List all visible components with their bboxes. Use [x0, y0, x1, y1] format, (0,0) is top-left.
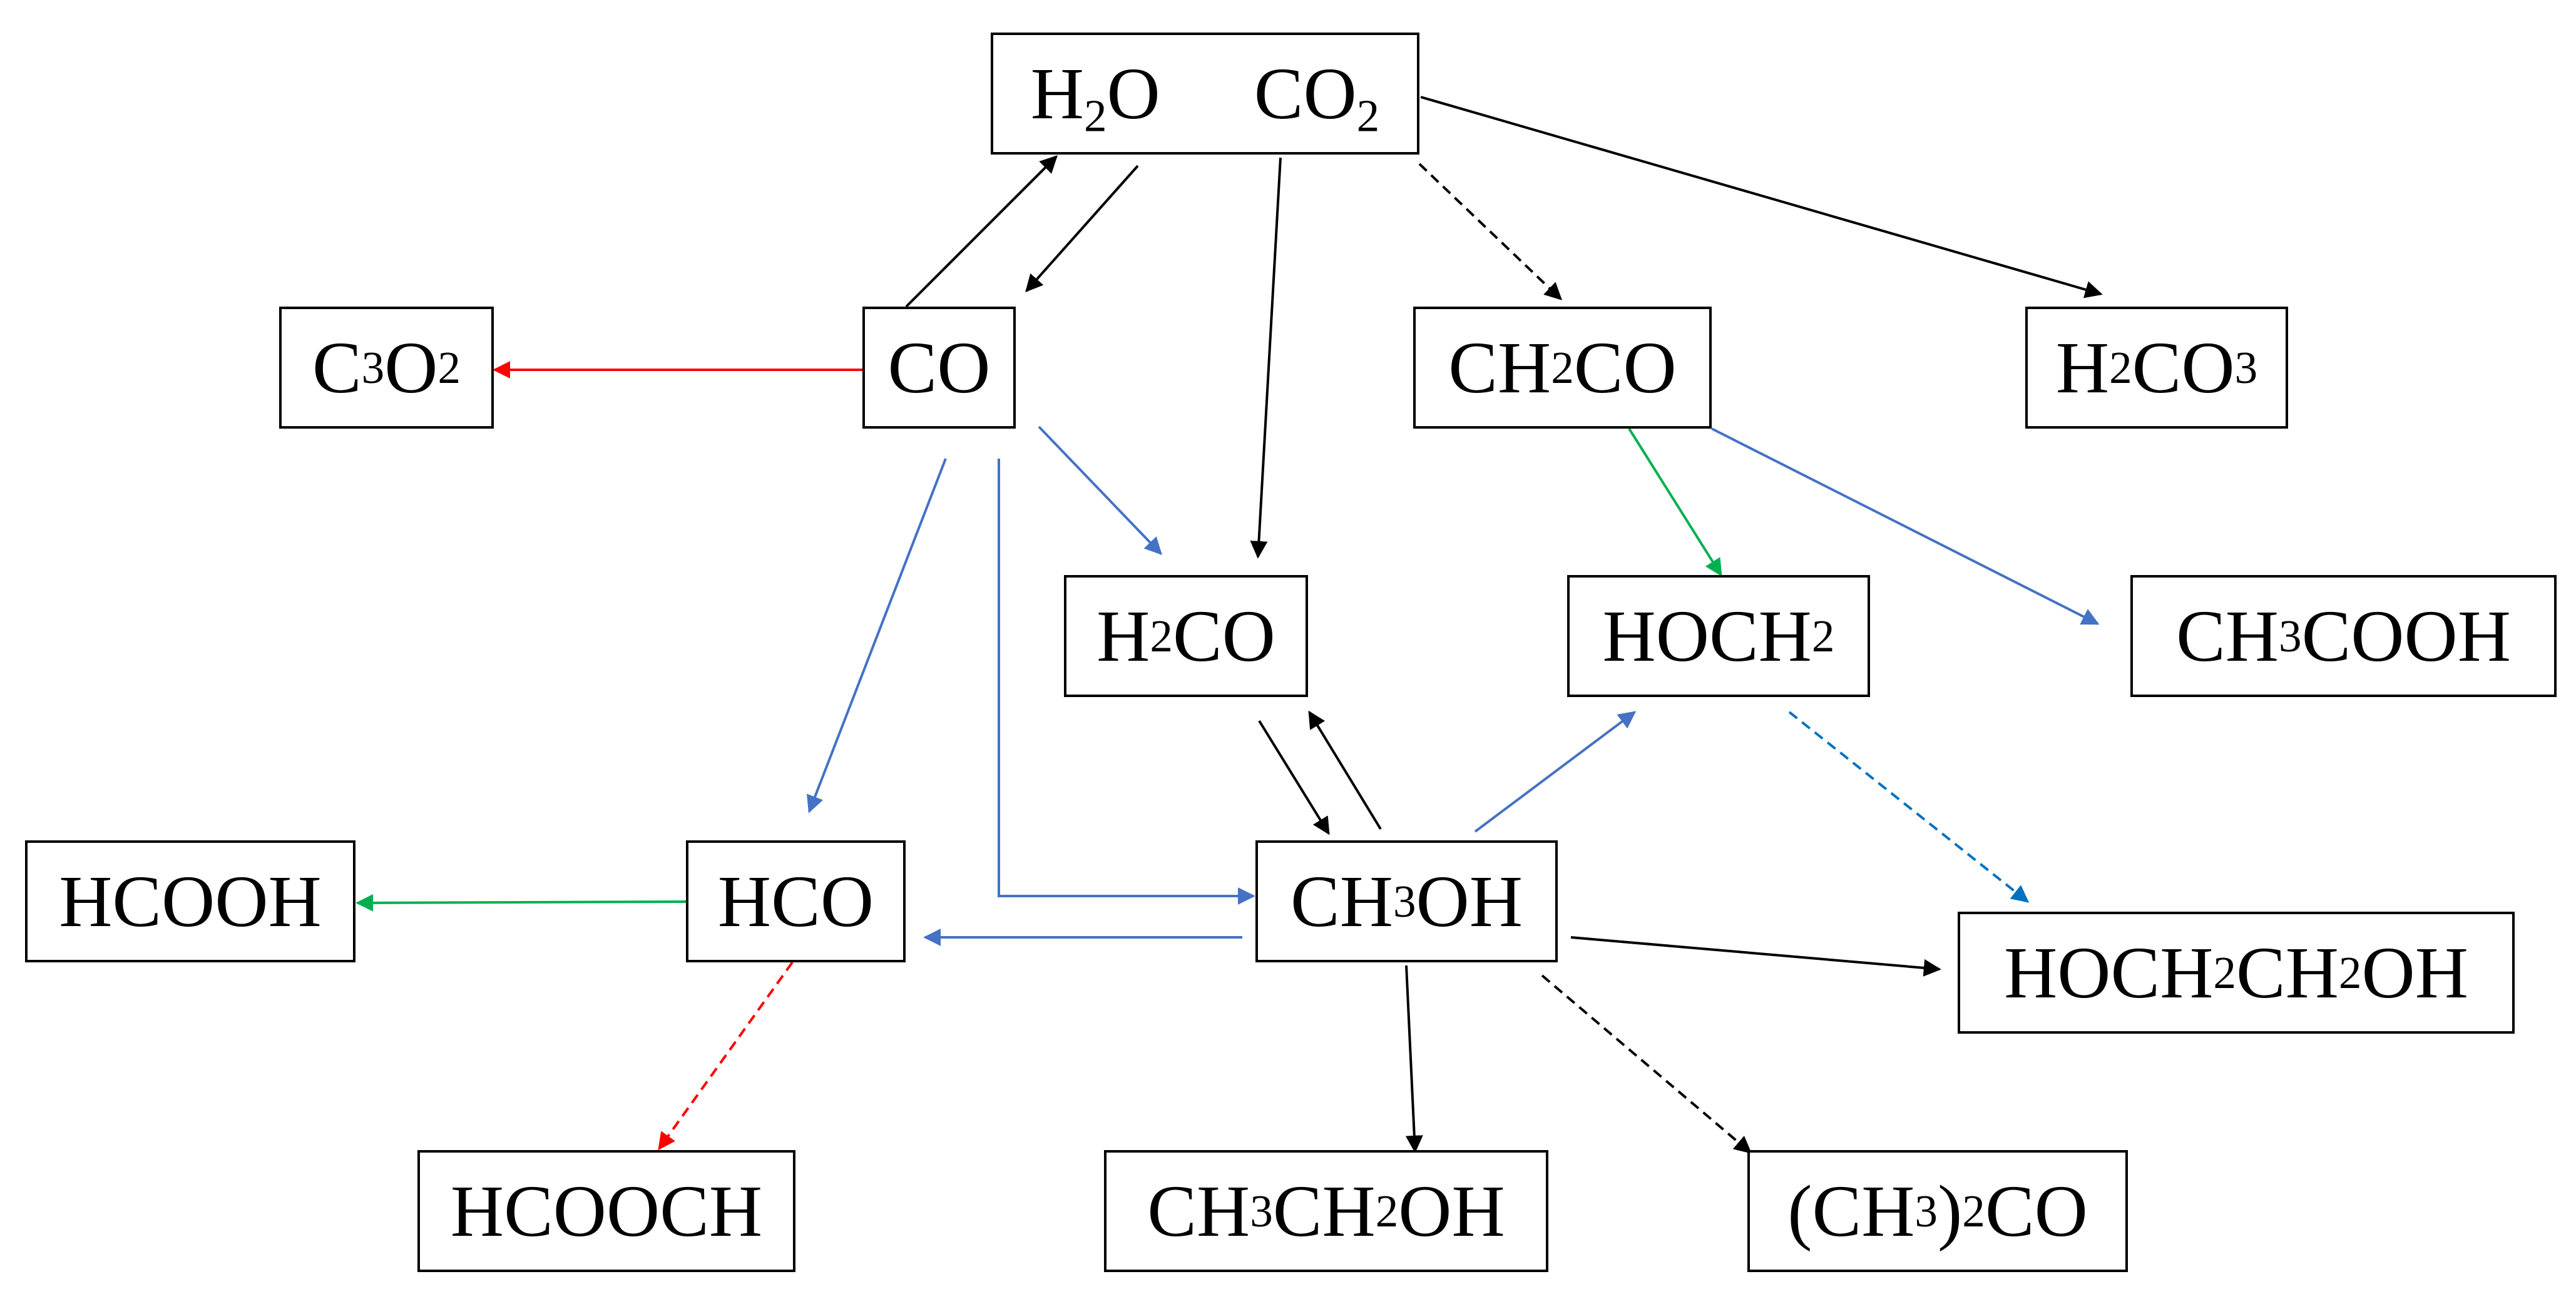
node-hcooch: HCOOCH: [417, 1150, 795, 1272]
arrow-ch2co-to-hoch2: [1628, 427, 1722, 577]
arrow-ch3oh-to-ch3ch2oh: [1405, 965, 1423, 1153]
arrow-ch2co-to-ch3cooh: [1711, 427, 2100, 625]
arrow-ch3oh-to-hoch2: [1474, 711, 1637, 833]
node-co: CO: [862, 307, 1016, 429]
arrow-co-to-h2o-co2: [905, 155, 1058, 308]
arrow-ch3oh-to-hoch2ch2oh: [1570, 936, 1941, 977]
arrow-co-to-hco: [807, 458, 947, 813]
node-co2: CO2: [1254, 52, 1380, 141]
arrow-co-to-h2co: [1038, 425, 1162, 556]
node-hco: HCO: [686, 840, 906, 962]
arrow-h2o-co2-to-h2co3: [1420, 96, 2103, 298]
arrow-ch3oh-to-h2co: [1308, 710, 1382, 830]
node-hcooh: HCOOH: [25, 840, 355, 962]
arrow-co-to-ch3oh: [998, 459, 1255, 905]
arrow-h2o-co2-to-ch2co: [1418, 163, 1563, 300]
arrow-h2o-co2-to-h2co: [1250, 157, 1282, 559]
arrow-hco-to-hcooh: [355, 894, 687, 912]
arrow-ch3oh-to-ch3-2co: [1541, 974, 1752, 1154]
arrow-h2o-co2-to-co: [1025, 165, 1139, 293]
arrow-hco-to-hcooch: [658, 961, 794, 1151]
arrow-hoch2-to-hoch2ch2oh: [1788, 711, 2030, 903]
arrow-h2co-to-ch3oh: [1258, 720, 1330, 835]
node-h2o: H2O: [1030, 52, 1160, 141]
node-h2o-co2: H2O CO2: [991, 33, 1419, 155]
